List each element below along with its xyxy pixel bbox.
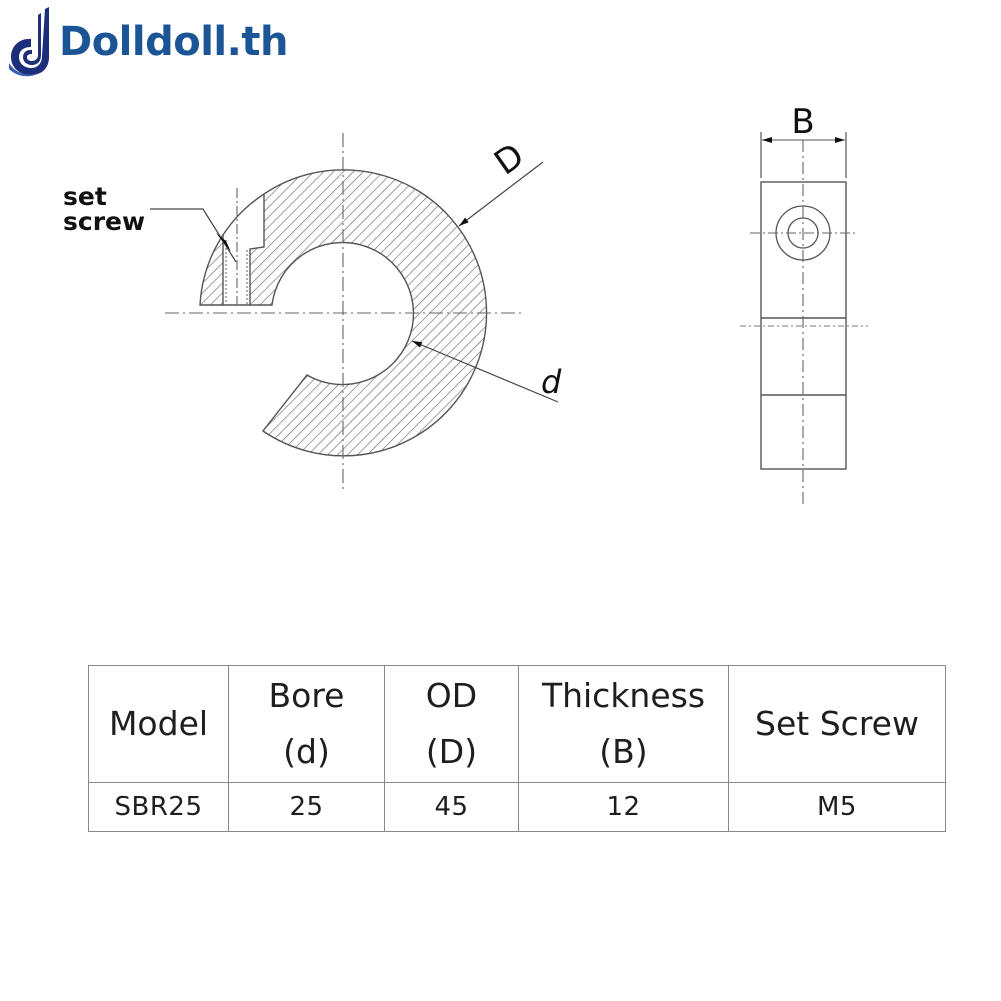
cell-thickness: 12 xyxy=(518,782,729,832)
header-model: Model xyxy=(88,665,229,783)
collar-section xyxy=(249,169,488,457)
spec-table: Model Bore (d) OD (D) Thickness (B) Set … xyxy=(88,665,946,832)
bore-diameter-leader xyxy=(411,340,559,403)
cell-od: 45 xyxy=(384,782,519,832)
bore-diameter-label: d xyxy=(541,363,562,401)
header-thickness: Thickness (B) xyxy=(518,665,729,783)
header-bore: Bore (d) xyxy=(228,665,385,783)
dolldoll-d-logo-icon xyxy=(9,7,49,77)
side-view: B xyxy=(740,102,868,507)
cell-bore: 25 xyxy=(228,782,385,832)
technical-drawing: set screw D d B xyxy=(63,102,868,507)
table-row: SBR25 25 45 12 M5 xyxy=(88,782,946,832)
brand-name: Dolldoll.th xyxy=(59,19,288,65)
cell-set-screw: M5 xyxy=(728,782,946,832)
outer-diameter-leader xyxy=(458,161,544,227)
cell-model: SBR25 xyxy=(88,782,229,832)
set-screw-label-line2: screw xyxy=(63,207,145,236)
thickness-label: B xyxy=(791,102,814,142)
side-view-body xyxy=(760,181,847,470)
set-screw-label-line1: set xyxy=(63,182,107,211)
header-od: OD (D) xyxy=(384,665,519,783)
collar-left-piece xyxy=(199,232,224,306)
brand-logo: Dolldoll.th xyxy=(0,0,300,85)
header-set-screw: Set Screw xyxy=(728,665,946,783)
table-header-row: Model Bore (d) OD (D) Thickness (B) Set … xyxy=(88,665,946,783)
front-view: set screw D d xyxy=(63,133,562,492)
